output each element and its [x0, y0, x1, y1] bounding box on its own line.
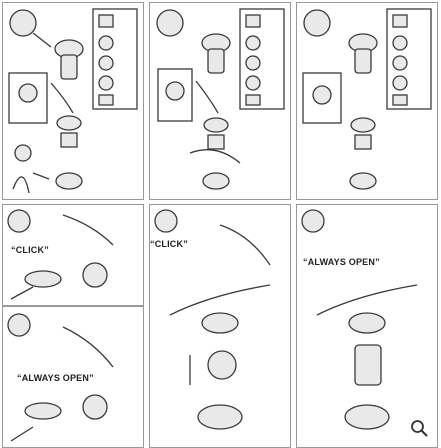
smiley-icon	[82, 394, 108, 420]
always-open-label: “ALWAYS OPEN”	[17, 373, 94, 383]
stopper-icon	[24, 270, 62, 288]
magnifier-icon	[411, 420, 428, 437]
parts-panel-3	[296, 2, 438, 200]
click-drawing-left	[7, 209, 114, 300]
click-label: “CLICK”	[150, 239, 188, 249]
parts-drawing-3	[302, 8, 432, 190]
click-panel-middle: “CLICK”	[149, 204, 291, 448]
smiley-icon	[82, 262, 108, 288]
parts-drawing-1	[8, 8, 138, 194]
parts-panel-1	[2, 2, 144, 200]
part-icon-4	[98, 75, 114, 91]
zoom-button[interactable]	[404, 413, 434, 443]
click-label: “CLICK”	[11, 245, 49, 255]
drain-icon	[344, 404, 390, 430]
always-open-drawing-left	[7, 313, 114, 442]
nut-icon	[60, 132, 78, 148]
valve-icon	[207, 350, 237, 380]
parts-drawing-2	[156, 8, 285, 190]
always-open-drawing-right	[301, 209, 418, 430]
part-icon-2	[98, 35, 114, 51]
part-icon-3	[98, 55, 114, 71]
part-icon-5	[98, 94, 114, 106]
screw-icon	[18, 83, 38, 103]
badge-b-icon	[156, 9, 184, 37]
strainer-cap-icon	[348, 312, 386, 334]
badge-a-icon	[9, 9, 37, 37]
valve-body-icon	[354, 344, 382, 386]
parts-panel-2	[149, 2, 291, 200]
strainer-cap-icon	[201, 312, 239, 334]
gasket-icon	[55, 172, 83, 190]
part-icon-1	[98, 14, 114, 28]
click-panel-left: “CLICK”	[2, 204, 144, 306]
click-drawing-middle	[154, 209, 271, 430]
drain-icon	[197, 404, 243, 430]
stopper-icon	[24, 402, 62, 420]
always-open-panel-right: “ALWAYS OPEN”	[296, 204, 438, 448]
always-open-panel-left: “ALWAYS OPEN”	[2, 306, 144, 448]
always-open-label: “ALWAYS OPEN”	[303, 257, 380, 267]
